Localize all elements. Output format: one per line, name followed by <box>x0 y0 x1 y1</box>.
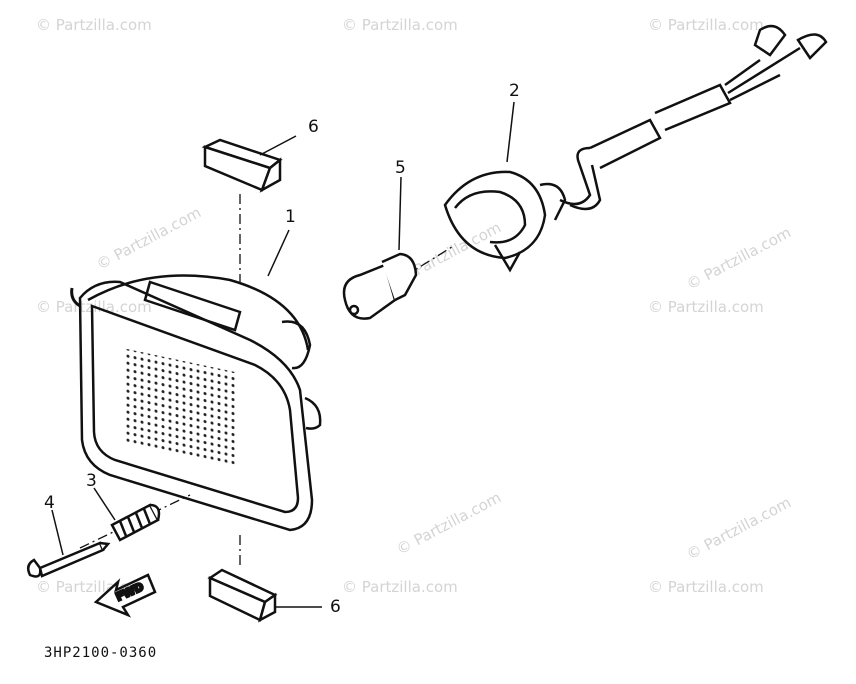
pad-top <box>201 138 283 193</box>
callout-5: 5 <box>395 158 406 178</box>
part-code: 3HP2100-0360 <box>44 645 157 661</box>
bulb <box>342 252 418 320</box>
callout-1: 1 <box>285 207 296 227</box>
watermark: © Partzilla.com <box>393 488 504 558</box>
callout-3: 3 <box>86 471 97 491</box>
headlight-housing <box>70 274 322 532</box>
watermark: © Partzilla.com <box>342 578 458 596</box>
watermark: © Partzilla.com <box>648 16 764 34</box>
leader-lines <box>51 101 515 608</box>
callout-6-top: 6 <box>308 117 319 137</box>
watermark: © Partzilla.com <box>93 203 204 273</box>
screw <box>26 541 111 578</box>
watermark: © Partzilla.com <box>683 223 794 293</box>
watermark: © Partzilla.com <box>648 578 764 596</box>
callout-4: 4 <box>44 493 55 513</box>
watermark: © Partzilla.com <box>648 298 764 316</box>
callout-2: 2 <box>509 81 520 101</box>
callouts: 6 1 2 5 3 4 6 <box>44 81 520 617</box>
callout-6-bottom: 6 <box>330 597 341 617</box>
socket-harness <box>443 24 828 273</box>
watermark: © Partzilla.com <box>683 493 794 563</box>
watermark: © Partzilla.com <box>36 16 152 34</box>
spring-nut <box>110 503 161 542</box>
watermark: © Partzilla.com <box>342 16 458 34</box>
lens-pattern <box>125 348 235 467</box>
pad-bottom <box>207 568 278 623</box>
